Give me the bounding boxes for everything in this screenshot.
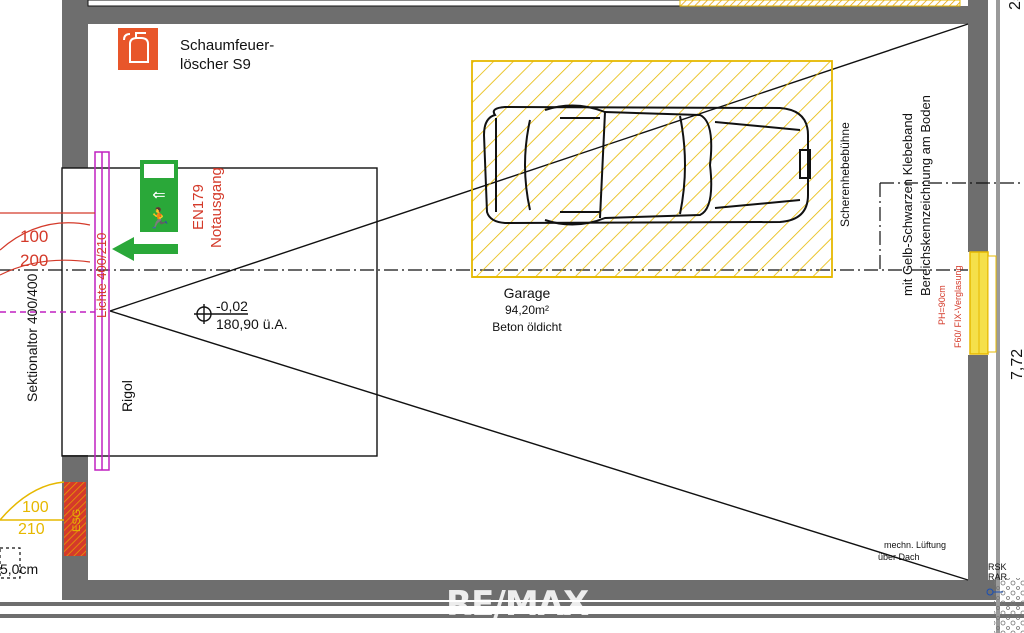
room-floor: Beton öldicht	[492, 320, 562, 334]
room-name: Garage	[504, 285, 551, 301]
door-bottom-tag: ESG	[71, 509, 83, 532]
sectional-door	[94, 151, 110, 471]
room-area: 94,20m²	[505, 303, 549, 317]
door-left-top-number: 100	[20, 227, 48, 246]
opening-label: Sektionaltor 400/400	[24, 273, 40, 402]
exit-label-line1: EN179	[190, 184, 207, 230]
emergency-exit-icon: ⇐ 🏃	[140, 160, 178, 232]
fire-window-line2: F60/ FIX-Verglasung	[953, 265, 963, 348]
level-absolute: 180,90 ü.A.	[216, 316, 288, 332]
red-dimensions	[0, 212, 95, 276]
car-lift-area	[471, 60, 833, 278]
lift-label: Scherenhebebühne	[838, 122, 852, 227]
right-code-line2: RAR	[988, 572, 1008, 582]
ventilation-line1: mechn. Lüftung	[884, 540, 946, 550]
right-code-line1: RSK	[988, 562, 1007, 572]
fire-extinguisher-icon	[118, 28, 158, 70]
marking-note-line1: mit Gelb-Schwarzen Klebeband	[900, 113, 915, 296]
level-marker	[194, 304, 248, 324]
exit-label-line2: Notausgang	[208, 167, 225, 248]
svg-text:🏃: 🏃	[147, 206, 172, 230]
fire-window-line1: PH=90cm	[937, 285, 947, 325]
svg-text:⇐: ⇐	[152, 185, 165, 204]
frame-label: Lichte 400/210	[94, 233, 109, 318]
ventilation-line2: über Dach	[878, 552, 920, 562]
wall-dimension: 5,0cm	[0, 561, 38, 577]
door-bottom-bottom-number: 210	[18, 521, 45, 538]
bottom-door	[0, 481, 86, 579]
right-dim-top: 25	[1007, 0, 1024, 10]
extinguisher-label-line1: Schaumfeuer-	[180, 37, 274, 54]
remax-watermark: RE/MAX	[446, 584, 589, 624]
rigol-label: Rigol	[119, 380, 135, 412]
right-dim-mid: 7,72	[1009, 349, 1024, 380]
walls	[0, 0, 1024, 618]
marking-note-line2: Bereichskennzeichnung am Boden	[918, 95, 933, 296]
door-left-bottom-number: 200	[20, 251, 48, 270]
exit-arrow	[112, 237, 178, 261]
level-height: -0,02	[216, 298, 248, 314]
door-bottom-top-number: 100	[22, 499, 49, 516]
car-outline	[482, 104, 811, 226]
extinguisher-label-line2: löscher S9	[180, 56, 251, 73]
fire-window	[969, 251, 997, 355]
